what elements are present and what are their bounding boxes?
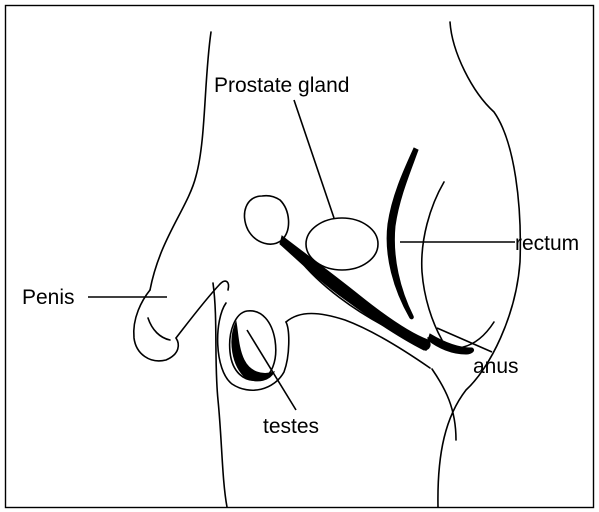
abdominal-wall-line [150,32,211,290]
anus-outline [428,322,494,348]
label-rectum: rectum [515,232,579,255]
glans-corona [148,318,170,340]
prostate-leader [294,100,334,218]
rectum-posterior-wall [422,182,444,340]
buttock-outline [438,22,520,507]
penis-shaft-underside [176,281,229,338]
prostate [306,218,378,270]
testis [218,303,289,390]
vas-deferens-band [280,236,430,350]
gluteal-fold-line [432,369,456,440]
label-anus: anus [473,355,519,378]
label-penis: Penis [22,286,75,309]
rectum [387,148,494,354]
label-testes: testes [263,415,319,438]
rectum-anterior-wall [387,148,418,319]
glans-outline [134,290,179,361]
label-prostate-gland: Prostate gland [214,74,349,97]
prostate-gland-shape [306,218,378,270]
anal-canal [428,334,474,354]
